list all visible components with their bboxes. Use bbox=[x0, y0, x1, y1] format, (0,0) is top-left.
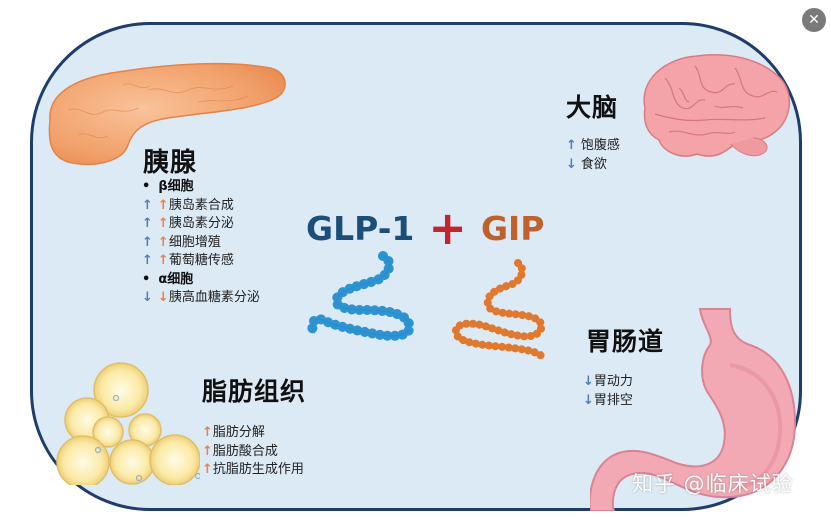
pancreas-heading: 胰腺 bbox=[143, 148, 198, 178]
adipose-cells-illustration-icon bbox=[56, 362, 200, 485]
up-arrow-icon: ↑ bbox=[157, 253, 169, 268]
plus-icon: + bbox=[428, 201, 467, 255]
title-row: GLP-1 + GIP bbox=[306, 205, 545, 251]
alpha-cell-label: • α细胞 bbox=[142, 271, 194, 287]
up-arrow-icon: ↑ bbox=[142, 197, 153, 213]
up-arrow-icon: ↑ bbox=[157, 234, 169, 250]
list-item: ↓ 胃排空 bbox=[583, 392, 633, 411]
list-item: ↑ ↑ 胰岛素合成 bbox=[142, 197, 260, 216]
gip-title: GIP bbox=[480, 208, 545, 248]
gi-tract-effects-list: ↓ 胃动力 ↓ 胃排空 bbox=[583, 373, 633, 410]
glp1-peptide-icon bbox=[307, 251, 415, 341]
up-arrow-icon: ↑ bbox=[566, 138, 577, 153]
list-item: ↑ ↑ 胰岛素分泌 bbox=[142, 215, 260, 234]
gip-peptide-icon bbox=[451, 259, 548, 363]
up-arrow-icon: ↑ bbox=[202, 462, 213, 477]
up-arrow-icon: ↑ bbox=[157, 197, 169, 213]
up-arrow-icon: ↑ bbox=[202, 425, 213, 440]
down-arrow-icon: ↓ bbox=[142, 290, 153, 305]
up-arrow-icon: ↑ bbox=[202, 443, 213, 459]
watermark: 知乎 @临床试验 bbox=[632, 472, 794, 496]
brain-heading: 大脑 bbox=[566, 93, 619, 122]
list-item: ↓ 胃动力 bbox=[583, 373, 633, 392]
list-item: ↑ ↑ 细胞增殖 bbox=[142, 234, 260, 253]
adipose-heading: 脂肪组织 bbox=[202, 377, 307, 406]
close-button[interactable]: ✕ bbox=[802, 8, 826, 32]
up-arrow-icon: ↑ bbox=[157, 216, 169, 231]
pancreas-effects-list: • β细胞 ↑ ↑ 胰岛素合成 ↑ ↑ 胰岛素分泌 ↑ ↑ 细胞增殖 ↑ ↑ 葡… bbox=[142, 178, 260, 308]
list-item: ↑ 饱腹感 bbox=[566, 137, 620, 156]
down-arrow-icon: ↓ bbox=[583, 392, 594, 408]
list-item: ↑ ↑ 葡萄糖传感 bbox=[142, 252, 260, 271]
up-arrow-icon: ↑ bbox=[142, 253, 153, 268]
adipose-effects-list: ↑ 脂肪分解 ↑ 脂肪酸合成 ↑ 抗脂肪生成作用 bbox=[202, 424, 304, 480]
list-item: ↓ ↓ 胰高血糖素分泌 bbox=[142, 289, 260, 308]
down-arrow-icon: ↓ bbox=[566, 156, 577, 172]
brain-effects-list: ↑ 饱腹感 ↓ 食欲 bbox=[566, 137, 620, 174]
pancreas-illustration-icon bbox=[48, 62, 286, 165]
up-arrow-icon: ↑ bbox=[142, 216, 153, 231]
down-arrow-icon: ↓ bbox=[583, 374, 594, 389]
stomach-illustration-icon bbox=[590, 308, 797, 511]
list-item: ↑ 脂肪酸合成 bbox=[202, 443, 304, 462]
list-item: ↑ 抗脂肪生成作用 bbox=[202, 461, 304, 480]
close-icon: ✕ bbox=[808, 12, 820, 28]
up-arrow-icon: ↑ bbox=[142, 234, 153, 250]
down-arrow-icon: ↓ bbox=[157, 290, 169, 305]
glp1-title: GLP-1 bbox=[306, 208, 415, 248]
list-item: ↑ 脂肪分解 bbox=[202, 424, 304, 443]
list-item: ↓ 食欲 bbox=[566, 156, 620, 175]
gi-tract-heading: 胃肠道 bbox=[586, 327, 665, 356]
beta-cell-label: • β细胞 bbox=[142, 179, 194, 194]
brain-illustration-icon bbox=[643, 54, 791, 157]
